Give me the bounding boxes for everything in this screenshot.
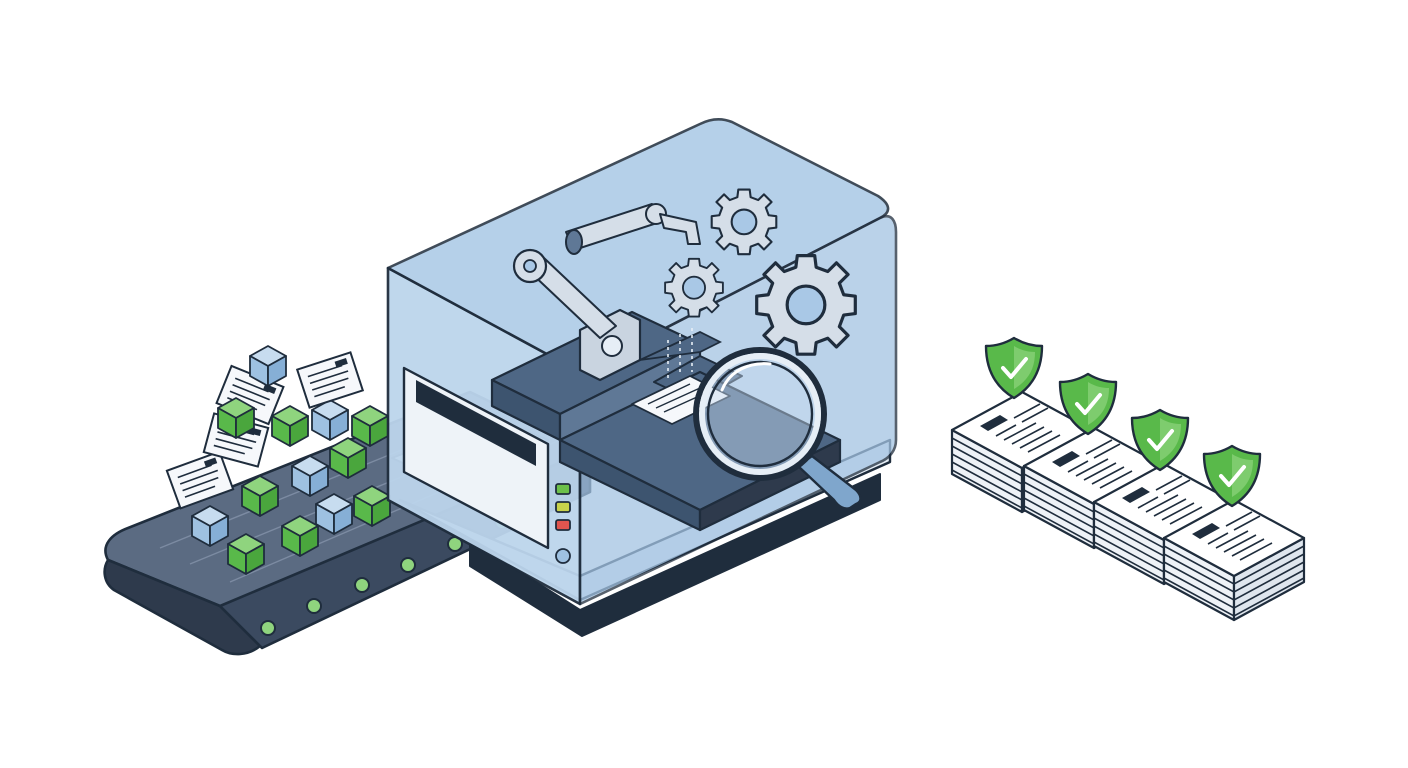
status-indicators: [555, 483, 571, 564]
verified-documents: [950, 336, 1306, 622]
gear-icon: [755, 254, 857, 356]
inspection-machine: [386, 117, 898, 637]
magnifier-icon: [693, 347, 862, 510]
document-stack: [1162, 444, 1306, 622]
gear-icon: [710, 188, 778, 256]
shield-check-icon: [984, 336, 1044, 400]
gear-icon: [664, 257, 724, 318]
